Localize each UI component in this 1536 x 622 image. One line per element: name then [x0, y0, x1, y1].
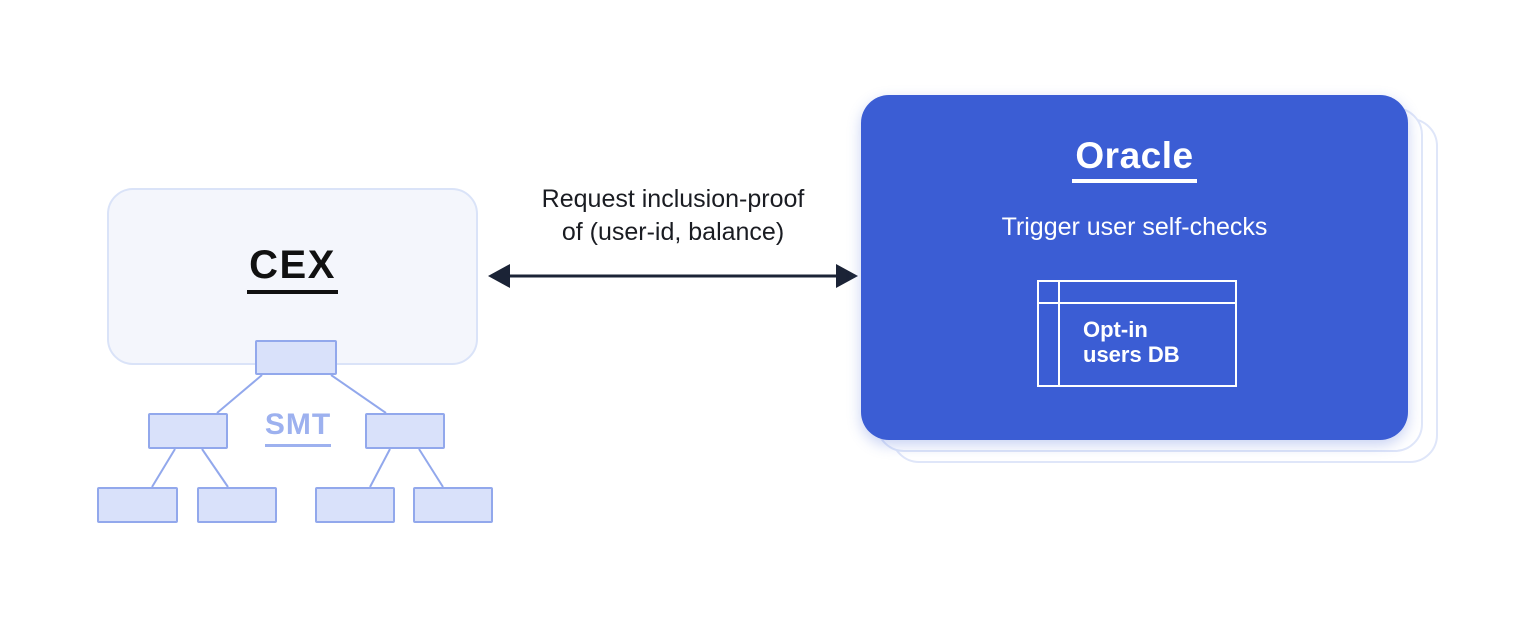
smt-root-node: [255, 340, 337, 375]
arrow-label-line2: of (user-id, balance): [561, 218, 785, 246]
db-table-label: Opt-in users DB: [1083, 317, 1180, 367]
tree-connector-root-right: [330, 374, 387, 414]
db-label-line1: Opt-in: [1083, 317, 1148, 342]
tree-connector-left-leaf2: [201, 448, 229, 488]
smt-child-node-left: [148, 413, 228, 449]
smt-leaf-node-3: [315, 487, 395, 523]
arrow-label-line1: Request inclusion-proof: [541, 185, 805, 213]
tree-connector-right-leaf3: [369, 448, 391, 488]
smt-leaf-node-2: [197, 487, 277, 523]
cex-title: CEX: [247, 245, 338, 294]
oracle-panel: Oracle Trigger user self-checks Opt-in u…: [861, 95, 1408, 440]
arrow-head-left: [488, 264, 510, 288]
request-arrow: [488, 264, 858, 288]
smt-label-wrap: SMT: [256, 410, 340, 447]
oracle-title-row: Oracle: [861, 137, 1408, 183]
tree-connector-root-left: [216, 374, 263, 414]
request-arrow-label: Request inclusion-proof of (user-id, bal…: [473, 183, 873, 249]
smt-label: SMT: [264, 410, 332, 447]
tree-connector-right-leaf4: [418, 448, 444, 488]
smt-leaf-node-1: [97, 487, 178, 523]
db-table-header-line: [1039, 302, 1235, 304]
smt-leaf-node-4: [413, 487, 493, 523]
cex-panel: CEX: [107, 188, 478, 365]
arrow-head-right: [836, 264, 858, 288]
opt-in-users-db-table-icon: Opt-in users DB: [1037, 280, 1237, 387]
db-table-column-line: [1058, 282, 1060, 385]
db-label-line2: users DB: [1083, 342, 1180, 367]
smt-child-node-right: [365, 413, 445, 449]
tree-connector-left-leaf1: [151, 448, 176, 488]
oracle-title: Oracle: [1072, 137, 1197, 183]
oracle-subtitle: Trigger user self-checks: [1001, 213, 1268, 241]
